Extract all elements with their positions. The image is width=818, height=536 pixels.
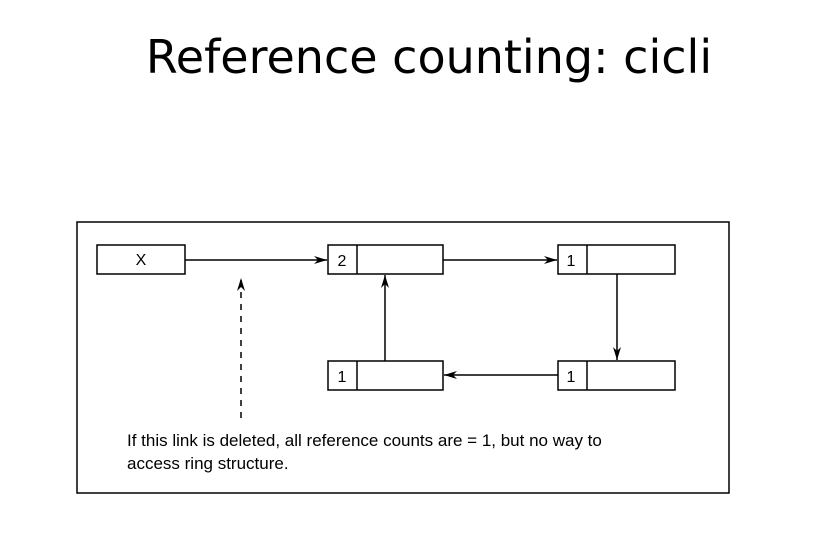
node-top-middle: 2 xyxy=(327,244,444,275)
node-top-right: 1 xyxy=(557,244,676,275)
node-bottom-right: 1 xyxy=(557,360,676,391)
pointer-x-label: X xyxy=(136,252,147,269)
node-bottom-left-count: 1 xyxy=(338,369,347,386)
node-bottom-left: 1 xyxy=(327,360,444,391)
node-top-right-count: 1 xyxy=(567,253,576,270)
node-top-middle-count: 2 xyxy=(338,253,347,270)
pointer-x-box: X xyxy=(96,244,186,275)
slide-title: Reference counting: cicli xyxy=(145,30,713,84)
caption-line-1: If this link is deleted, all reference c… xyxy=(127,431,602,450)
diagram-frame xyxy=(76,221,730,494)
node-bottom-right-count: 1 xyxy=(567,369,576,386)
caption-line-2: access ring structure. xyxy=(127,454,289,473)
